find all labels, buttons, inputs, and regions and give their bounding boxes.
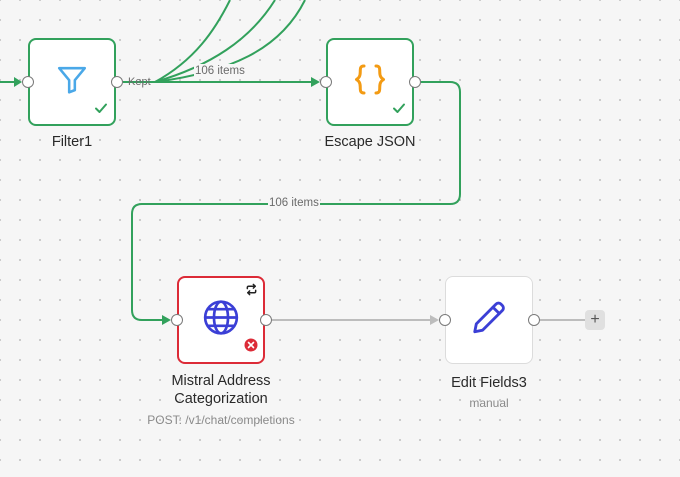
edit-fields-node-subtitle: manual [469,396,509,410]
filter-output-port[interactable] [111,76,123,88]
incoming-wire-2 [154,0,276,83]
escape-json-output-port[interactable] [409,76,421,88]
arrowhead-edit [430,315,439,325]
edge-item-count: 106 items [268,196,320,210]
filter-node-label: Filter1 [51,134,93,150]
mistral-input-port[interactable] [171,314,183,326]
escape-json-node[interactable] [326,38,414,126]
add-node-button[interactable]: + [585,310,605,330]
success-check-icon [94,101,108,120]
mistral-http-node[interactable] [177,276,265,364]
arrowhead-mistral [162,315,171,325]
escape-json-input-port[interactable] [320,76,332,88]
arrowhead-escape [311,77,320,87]
mistral-node-label-line2: Categorization [174,391,268,407]
error-x-icon [244,338,258,357]
edit-fields-node-label: Edit Fields3 [451,375,527,391]
success-check-icon [392,101,406,120]
mistral-output-port[interactable] [260,314,272,326]
edit-fields-input-port[interactable] [439,314,451,326]
arrowhead-filter [14,77,22,87]
incoming-wire-1 [154,0,231,83]
filter-input-port[interactable] [22,76,34,88]
globe-icon [201,298,241,343]
edit-fields-node[interactable] [445,276,533,364]
filter-node[interactable] [28,38,116,126]
kept-output-label: Kept [128,76,151,88]
incoming-wire-3 [154,0,306,83]
edge-item-count: 106 items [194,64,246,78]
curly-braces-icon [352,62,388,103]
mistral-node-label-line1: Mistral Address [171,373,271,389]
mistral-node-subtitle: POST: /v1/chat/completions [147,413,295,427]
filter-funnel-icon [55,63,89,102]
retry-loop-icon [245,283,258,301]
pencil-icon [470,299,508,342]
edit-fields-output-port[interactable] [528,314,540,326]
escape-json-node-label: Escape JSON [324,134,416,150]
